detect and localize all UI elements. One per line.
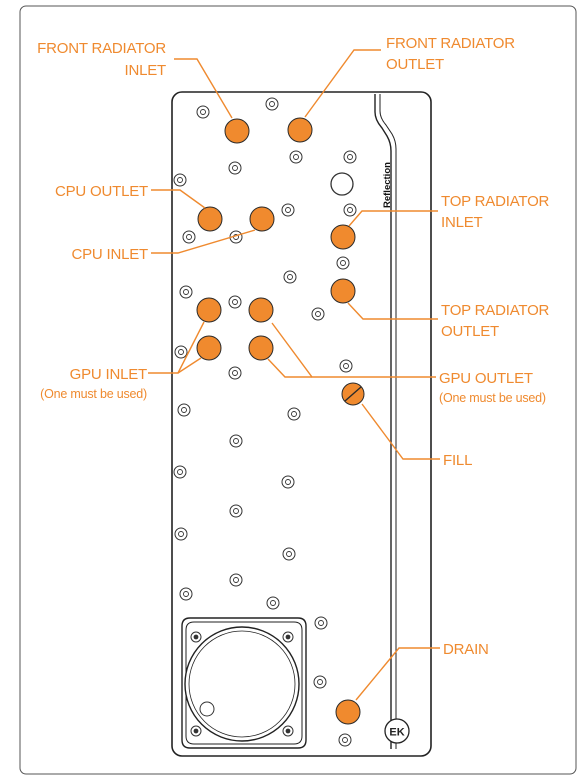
label-front-radiator-outlet-line1: FRONT RADIATOR (386, 35, 515, 52)
label-gpu-inlet-note: (One must be used) (40, 387, 147, 401)
pump-screw-core (193, 728, 199, 734)
screw-hole-center (232, 165, 238, 171)
port-gpu-inlet-1 (196, 297, 222, 323)
plate-outline (171, 91, 432, 757)
ek-logo-text: EK (389, 727, 404, 739)
label-gpu-outlet: GPU OUTLET (439, 370, 533, 387)
label-top-radiator-inlet-line2: INLET (441, 214, 483, 231)
label-top-radiator-inlet-line1: TOP RADIATOR (441, 193, 550, 210)
port-top-radiator-outlet (330, 278, 356, 304)
screw-hole-center (318, 620, 324, 626)
plate-front-panel-edge (374, 94, 392, 749)
leader-cpu-inlet (151, 229, 256, 254)
callout-labels: FRONT RADIATOR INLET FRONT RADIATOR OUTL… (37, 35, 550, 658)
screw-hole-center (232, 370, 238, 376)
label-front-radiator-outlet-line2: OUTLET (386, 56, 444, 73)
screw-hole-center (177, 177, 183, 183)
label-gpu-outlet-note: (One must be used) (439, 391, 546, 405)
screw-hole-center (177, 469, 183, 475)
leader-top-radiator-outlet (347, 302, 438, 320)
pump-housing (184, 626, 300, 742)
pump-screw-core (285, 634, 291, 640)
screw-hole-center (178, 531, 184, 537)
screw-hole-center (343, 363, 349, 369)
label-top-radiator-outlet-line1: TOP RADIATOR (441, 302, 550, 319)
leader-front-radiator-inlet (174, 58, 233, 119)
leader-lines (148, 49, 440, 701)
screw-hole-center (269, 101, 275, 107)
brand-text: Reflection (382, 162, 393, 208)
port-top-radiator-inlet (330, 224, 356, 250)
pump-mount (181, 617, 307, 749)
leader-cpu-outlet (151, 189, 206, 209)
port-cpu-inlet (249, 206, 275, 232)
port-gpu-outlet-2 (248, 335, 274, 361)
pump-port (199, 701, 215, 717)
leader-front-radiator-outlet (304, 49, 381, 118)
pump-screw-core (285, 728, 291, 734)
pump-screw-core (193, 634, 199, 640)
screw-hole-center (347, 207, 353, 213)
screw-hole-center (233, 508, 239, 514)
screw-hole-center (200, 109, 206, 115)
screw-hole-center (285, 207, 291, 213)
screw-hole-center (285, 479, 291, 485)
port-fill (341, 382, 365, 406)
port-drain (335, 699, 361, 725)
screw-hole-center (232, 299, 238, 305)
label-front-radiator-inlet-line2: INLET (124, 62, 166, 79)
screw-hole-center (315, 311, 321, 317)
label-front-radiator-inlet-line1: FRONT RADIATOR (37, 40, 166, 57)
screw-hole-center (293, 154, 299, 160)
port-front-radiator-inlet (224, 118, 250, 144)
screw-hole-center (347, 154, 353, 160)
label-top-radiator-outlet-line2: OUTLET (441, 323, 499, 340)
screw-hole-center (317, 679, 323, 685)
screw-hole-center (291, 411, 297, 417)
screw-hole-center (286, 551, 292, 557)
port-gpu-inlet-2 (196, 335, 222, 361)
plate-front-panel-edge-inner (379, 94, 397, 749)
label-fill: FILL (443, 452, 472, 469)
leader-gpu-outlet-2 (267, 358, 312, 378)
leader-top-radiator-inlet (348, 210, 438, 227)
screw-hole-center (270, 600, 276, 606)
screw-hole-center (340, 260, 346, 266)
leader-drain (355, 647, 440, 701)
label-cpu-outlet: CPU OUTLET (55, 183, 148, 200)
screw-holes (173, 97, 357, 747)
plate-mounting-hole (330, 172, 354, 196)
ports (196, 117, 365, 725)
label-drain: DRAIN (443, 641, 489, 658)
label-cpu-inlet: CPU INLET (71, 246, 148, 263)
pump-housing-ring (188, 630, 296, 738)
label-gpu-inlet: GPU INLET (70, 366, 147, 383)
leader-gpu-inlet-2 (177, 357, 202, 374)
pump-frame-inner (185, 621, 303, 745)
screw-hole-center (233, 438, 239, 444)
screw-hole-center (342, 737, 348, 743)
port-gpu-outlet-1 (248, 297, 274, 323)
leader-fill (361, 403, 440, 460)
plate: Reflection EK (171, 91, 432, 757)
screw-hole-center (233, 577, 239, 583)
port-cpu-outlet (197, 206, 223, 232)
screw-hole-center (181, 407, 187, 413)
screw-hole-center (178, 349, 184, 355)
screw-hole-center (186, 234, 192, 240)
screw-hole-center (183, 591, 189, 597)
screw-hole-center (287, 274, 293, 280)
fill-port-slot (344, 386, 362, 402)
ek-logo-ring (384, 718, 410, 744)
port-front-radiator-outlet (287, 117, 313, 143)
ek-logo: EK (384, 718, 410, 744)
screw-hole-center (183, 289, 189, 295)
